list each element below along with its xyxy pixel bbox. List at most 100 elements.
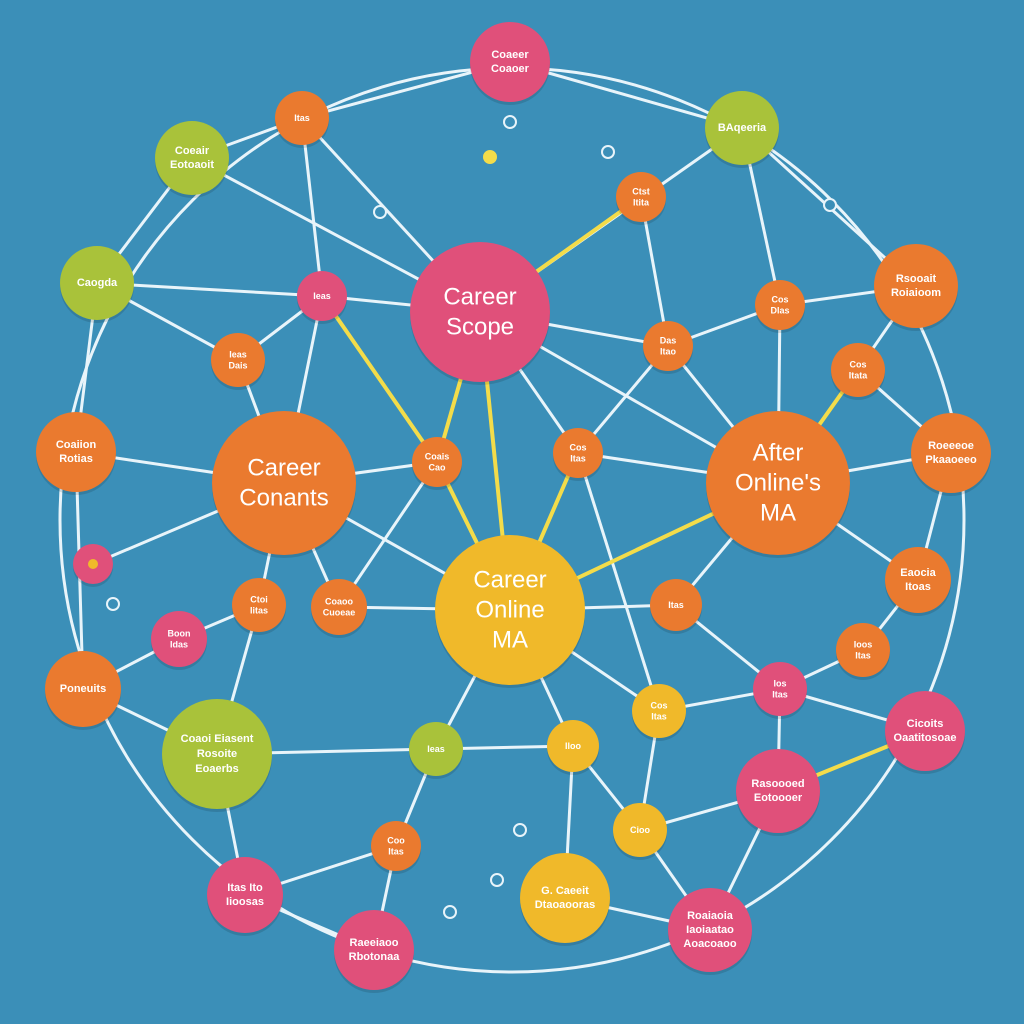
- node-circle: [736, 749, 820, 833]
- node-left-orange-lower[interactable]: Poneuits: [45, 651, 121, 730]
- node-circle: [45, 651, 121, 727]
- node-label: Ioos: [854, 640, 873, 650]
- node-circle: [36, 412, 116, 492]
- node-circle: [836, 623, 890, 677]
- node-label: Poneuits: [60, 683, 106, 695]
- node-label: Oaatitosoae: [894, 732, 957, 744]
- node-small-pink-dot[interactable]: [73, 544, 113, 587]
- node-label: Cos: [849, 360, 866, 370]
- node-label: Iloo: [565, 741, 581, 751]
- node-circle: [547, 720, 599, 772]
- node-label: Itas: [651, 712, 667, 722]
- node-small-yellow-center[interactable]: Iloo: [547, 720, 599, 775]
- edge-left-green-to-small-pink-left: [95, 281, 324, 298]
- node-circle: [706, 411, 850, 555]
- node-top-right-green[interactable]: BAqeeria: [705, 91, 779, 168]
- node-label: Roaiaoia: [687, 910, 734, 922]
- node-circle: [643, 321, 693, 371]
- node-label: Dlas: [770, 306, 789, 316]
- node-circle: [885, 691, 965, 771]
- node-label: Aoacoaoo: [683, 938, 736, 950]
- node-circle: [155, 121, 229, 195]
- node-label: BAqeeria: [718, 122, 767, 134]
- node-circle: [705, 91, 779, 165]
- node-label: Itita: [633, 198, 650, 208]
- connector-pin: [443, 905, 457, 919]
- node-circle: [668, 888, 752, 972]
- node-circle: [632, 684, 686, 738]
- node-label: Coais: [425, 452, 450, 462]
- node-circle: [211, 333, 265, 387]
- node-small-yellow-lower[interactable]: Cioo: [613, 803, 667, 860]
- node-label: Coo: [387, 836, 405, 846]
- node-label: Coaoer: [491, 63, 530, 75]
- connector-pin: [106, 597, 120, 611]
- node-small-orange-right-3[interactable]: Itas: [650, 579, 702, 634]
- node-circle: [613, 803, 667, 857]
- node-label: Ieas: [313, 291, 331, 301]
- dot-center: [88, 559, 98, 569]
- node-circle: [60, 246, 134, 320]
- connector-pin: [503, 115, 517, 129]
- node-label: Cos: [569, 443, 586, 453]
- node-small-pink-left[interactable]: Ieas: [297, 271, 347, 324]
- node-label: Dais: [228, 361, 247, 371]
- connector-pin: [513, 823, 527, 837]
- node-label: Coaoi Eiasent: [181, 733, 254, 745]
- node-label: Coaiion: [56, 439, 97, 451]
- node-label: Eotoooer: [754, 792, 803, 804]
- node-top-left-small[interactable]: Itas: [275, 91, 329, 148]
- node-circle: [371, 821, 421, 871]
- node-circle: [470, 22, 550, 102]
- node-label: Ieas: [229, 350, 247, 360]
- node-left-green[interactable]: Caogda: [60, 246, 134, 323]
- node-small-green-center[interactable]: Ieas: [409, 722, 463, 779]
- node-label: Caogda: [77, 277, 118, 289]
- node-label: Iioosas: [226, 896, 264, 908]
- node-label: Roiaioom: [891, 287, 941, 299]
- node-label: Cos: [771, 295, 788, 305]
- node-label: Itas: [855, 651, 871, 661]
- node-label: Coaoo: [325, 597, 354, 607]
- node-label: Das: [660, 336, 677, 346]
- node-label: Conants: [239, 485, 328, 512]
- node-circle: [885, 547, 951, 613]
- connector-pin: [483, 150, 497, 164]
- node-label: Cioo: [630, 825, 650, 835]
- node-label: Itoas: [905, 581, 931, 593]
- connector-pin: [490, 873, 504, 887]
- node-label: Online's: [735, 470, 821, 497]
